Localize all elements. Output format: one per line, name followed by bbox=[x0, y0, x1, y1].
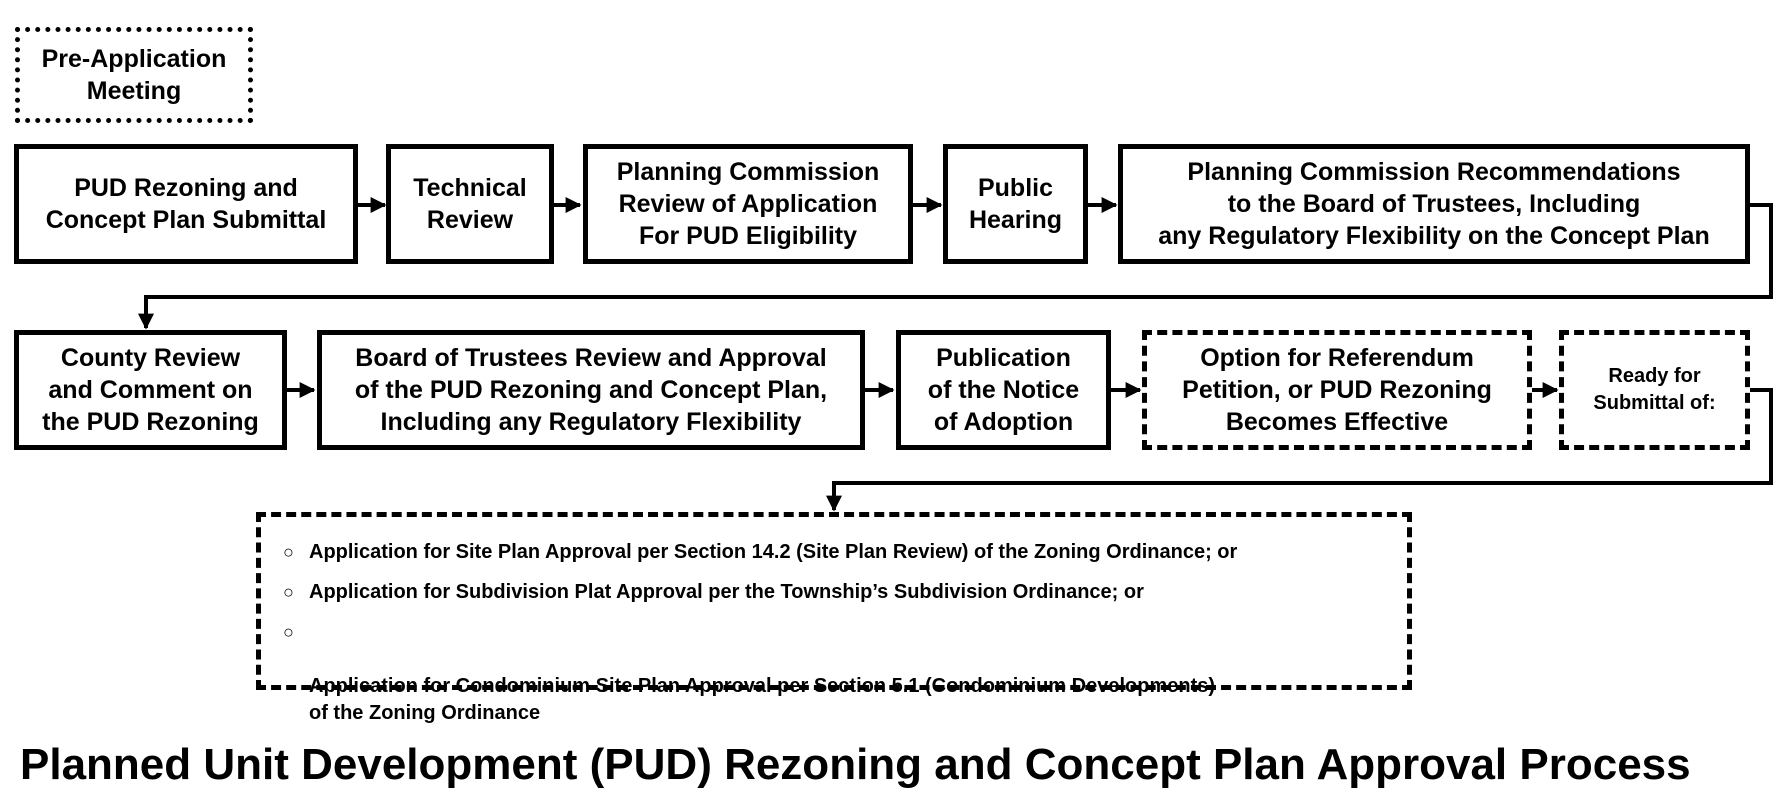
submittal-option: ○ Application for Site Plan Approval per… bbox=[283, 539, 1237, 566]
step-ready-for-submittal: Ready for Submittal of: bbox=[1559, 330, 1750, 450]
submittal-option: ○ Application for Subdivision Plat Appro… bbox=[283, 579, 1144, 606]
step-planning-commission-eligibility: Planning Commission Review of Applicatio… bbox=[583, 144, 913, 264]
submittal-option: ○ Application for Condominium Site Plan … bbox=[283, 619, 1215, 754]
bullet-icon: ○ bbox=[283, 542, 294, 562]
step-pud-rezoning-submittal: PUD Rezoning and Concept Plan Submittal bbox=[14, 144, 358, 264]
step-public-hearing: Public Hearing bbox=[943, 144, 1088, 264]
pre-application-meeting-box: Pre-Application Meeting bbox=[15, 27, 253, 123]
step-planning-commission-recommendations: Planning Commission Recommendations to t… bbox=[1118, 144, 1750, 264]
bullet-icon: ○ bbox=[283, 622, 294, 642]
step-board-of-trustees-approval: Board of Trustees Review and Approval of… bbox=[317, 330, 865, 450]
bullet-icon: ○ bbox=[283, 582, 294, 602]
step-technical-review: Technical Review bbox=[386, 144, 554, 264]
step-county-review: County Review and Comment on the PUD Rez… bbox=[14, 330, 287, 450]
step-referendum-option: Option for Referendum Petition, or PUD R… bbox=[1142, 330, 1532, 450]
step-publication-notice: Publication of the Notice of Adoption bbox=[896, 330, 1111, 450]
submittal-options-box: ○ Application for Site Plan Approval per… bbox=[256, 512, 1412, 724]
page-title: Planned Unit Development (PUD) Rezoning … bbox=[20, 740, 1691, 789]
